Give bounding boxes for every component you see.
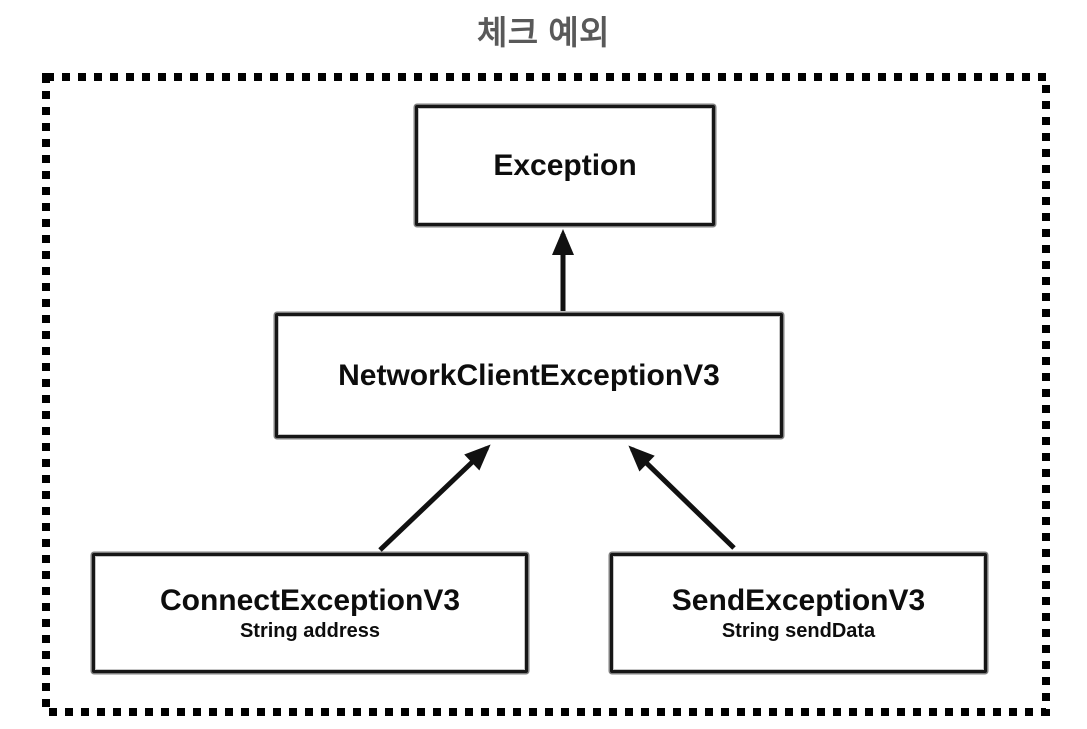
node-network-client-exception: NetworkClientExceptionV3 — [275, 313, 783, 438]
node-send-exception: SendExceptionV3 String sendData — [610, 553, 987, 673]
node-send-exception-label: SendExceptionV3 — [671, 584, 926, 617]
node-connect-exception: ConnectExceptionV3 String address — [92, 553, 528, 673]
diagram-title: 체크 예외 — [476, 14, 611, 51]
node-exception: Exception — [415, 105, 715, 226]
edge-connect-to-networkclient — [378, 444, 491, 552]
node-send-exception-field: String sendData — [721, 620, 876, 642]
edge-send-to-networkclient — [628, 445, 736, 550]
node-exception-label: Exception — [493, 149, 637, 182]
node-connect-exception-field: String address — [239, 620, 381, 642]
node-network-client-exception-label: NetworkClientExceptionV3 — [338, 359, 720, 392]
outer-dotted-boundary — [42, 73, 1050, 716]
node-connect-exception-label: ConnectExceptionV3 — [159, 584, 461, 617]
